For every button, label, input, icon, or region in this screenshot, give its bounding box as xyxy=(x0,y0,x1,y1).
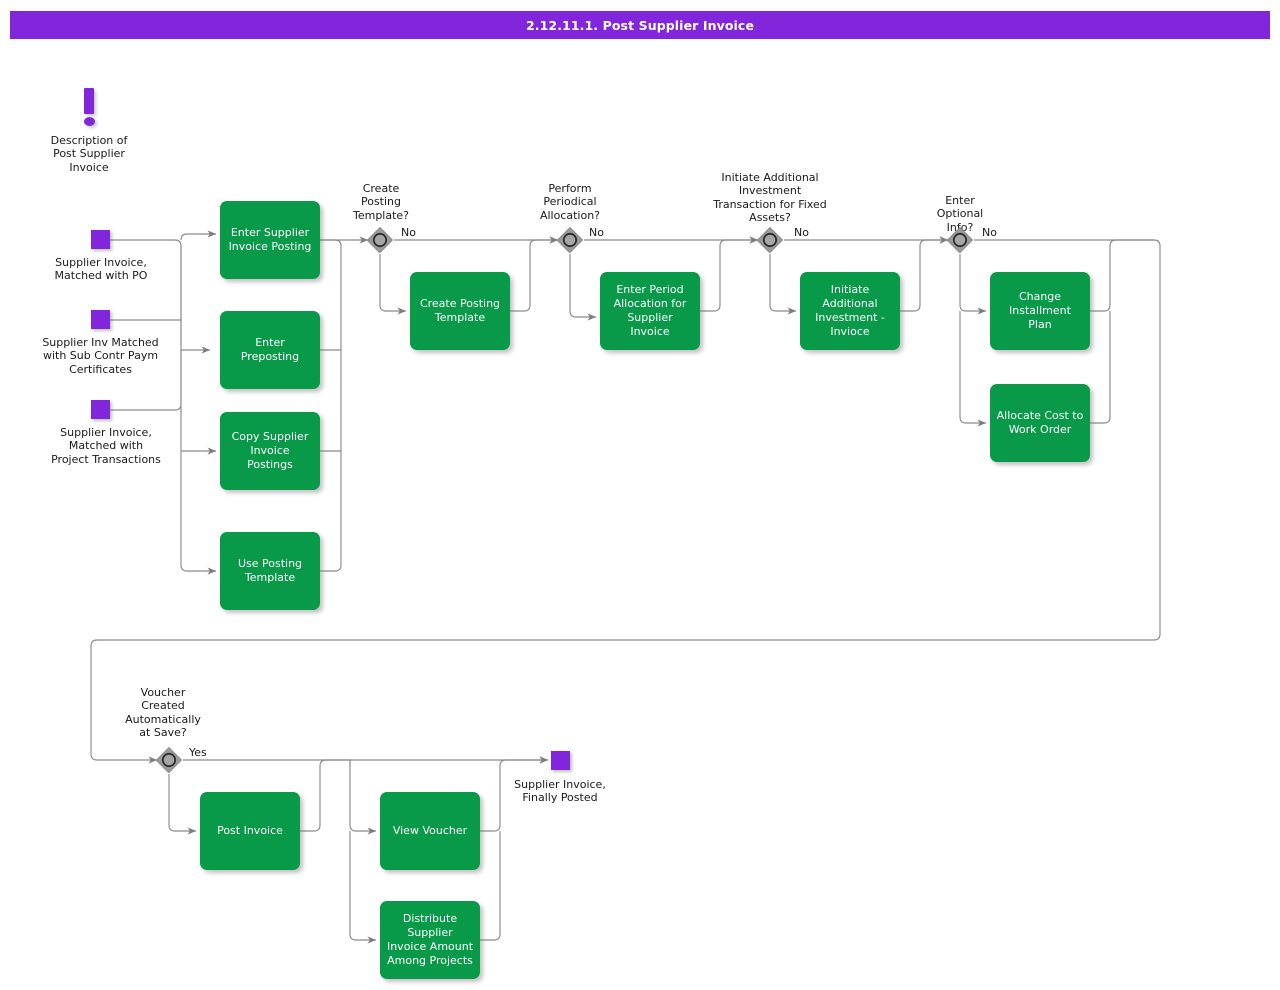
activity-change-installment-plan[interactable]: Change Installment Plan xyxy=(990,272,1090,350)
exclamation-icon xyxy=(84,88,94,114)
gateway-branch-label-voucher-created-automatically: Yes xyxy=(189,746,207,759)
activity-label: Copy Supplier Invoice Postings xyxy=(231,430,309,471)
activity-use-posting-template[interactable]: Use Posting Template xyxy=(220,532,320,610)
activity-label: Initiate Additional Investment - Invioce xyxy=(815,283,885,338)
activity-label: Change Installment Plan xyxy=(1009,290,1071,331)
exclamation-dot-icon xyxy=(83,117,95,126)
activity-label: Enter Period Allocation for Supplier Inv… xyxy=(613,283,687,338)
gateway-label-voucher-created-automatically: Voucher Created Automatically at Save? xyxy=(125,686,201,740)
gateway-create-posting-template[interactable] xyxy=(365,225,395,255)
activity-label: Post Invoice xyxy=(217,824,283,837)
activity-label: Enter Preposting xyxy=(240,336,300,363)
gateway-label-create-posting-template: Create Posting Template? xyxy=(352,182,410,222)
activity-initiate-additional-investment-invoice[interactable]: Initiate Additional Investment - Invioce xyxy=(800,272,900,350)
gateway-branch-label-enter-optional-info: No xyxy=(982,226,997,239)
activity-view-voucher[interactable]: View Voucher xyxy=(380,792,480,870)
data-object-icon-supplier-invoice-po[interactable] xyxy=(91,230,110,249)
page-title-bar: 2.12.11.1. Post Supplier Invoice xyxy=(10,11,1270,39)
activity-enter-preposting[interactable]: Enter Preposting xyxy=(220,311,320,389)
activity-label: Create Posting Template xyxy=(419,297,501,324)
activity-label: Use Posting Template xyxy=(237,557,303,584)
activity-label: View Voucher xyxy=(392,824,468,837)
input-label-supplier-invoice-po: Supplier Invoice, Matched with PO xyxy=(54,256,148,283)
description-marker-label: Description of Post Supplier Invoice xyxy=(50,134,128,174)
activity-label: Distribute Supplier Invoice Amount Among… xyxy=(386,912,474,967)
activity-enter-supplier-invoice-posting[interactable]: Enter Supplier Invoice Posting xyxy=(220,201,320,279)
gateway-branch-label-perform-periodical-allocation: No xyxy=(589,226,604,239)
gateway-perform-periodical-allocation[interactable] xyxy=(555,225,585,255)
input-label-supplier-inv-subcontr: Supplier Inv Matched with Sub Contr Paym… xyxy=(42,336,159,376)
data-object-icon-supplier-invoice-project[interactable] xyxy=(91,400,110,419)
gateway-enter-optional-info[interactable] xyxy=(945,225,975,255)
gateway-label-perform-periodical-allocation: Perform Periodical Allocation? xyxy=(539,182,601,222)
gateway-branch-label-initiate-additional-investment: No xyxy=(794,226,809,239)
activity-copy-supplier-invoice-postings[interactable]: Copy Supplier Invoice Postings xyxy=(220,412,320,490)
activity-create-posting-template[interactable]: Create Posting Template xyxy=(410,272,510,350)
data-object-icon-supplier-invoice-finally-posted[interactable] xyxy=(551,751,570,770)
activity-distribute-supplier-invoice-amount[interactable]: Distribute Supplier Invoice Amount Among… xyxy=(380,901,480,979)
activity-label: Allocate Cost to Work Order xyxy=(996,409,1084,436)
activity-allocate-cost-to-work-order[interactable]: Allocate Cost to Work Order xyxy=(990,384,1090,462)
gateway-initiate-additional-investment[interactable] xyxy=(755,225,785,255)
output-label-supplier-invoice-finally-posted: Supplier Invoice, Finally Posted xyxy=(514,778,606,805)
input-label-supplier-invoice-project: Supplier Invoice, Matched with Project T… xyxy=(51,426,161,466)
activity-label: Enter Supplier Invoice Posting xyxy=(228,226,312,253)
activity-enter-period-allocation[interactable]: Enter Period Allocation for Supplier Inv… xyxy=(600,272,700,350)
data-object-icon-supplier-inv-subcontr[interactable] xyxy=(91,310,110,329)
gateway-voucher-created-automatically[interactable] xyxy=(154,745,184,775)
activity-post-invoice[interactable]: Post Invoice xyxy=(200,792,300,870)
page-title: 2.12.11.1. Post Supplier Invoice xyxy=(525,17,755,33)
gateway-branch-label-create-posting-template: No xyxy=(401,226,416,239)
gateway-label-initiate-additional-investment: Initiate Additional Investment Transacti… xyxy=(713,171,827,225)
